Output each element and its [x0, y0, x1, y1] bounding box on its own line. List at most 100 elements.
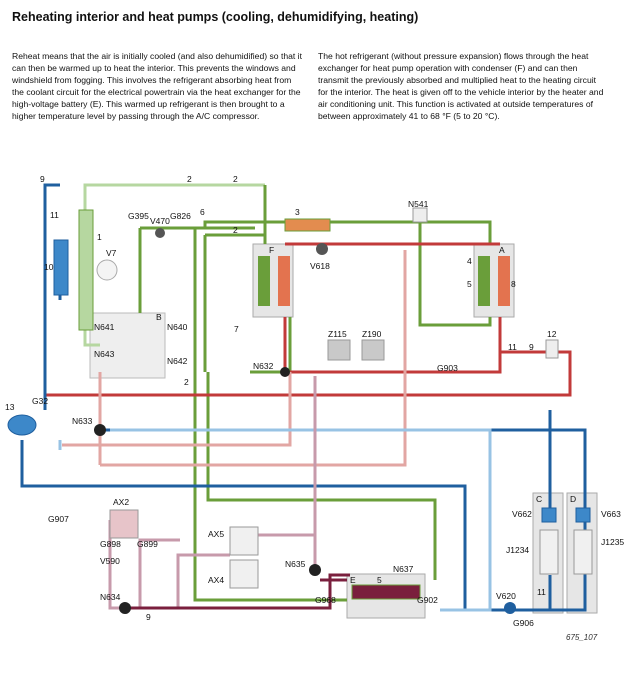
pump-v662: [541, 507, 557, 523]
label-v470: V470: [150, 216, 170, 226]
sensor-v618: [316, 243, 328, 255]
label-v663: V663: [601, 509, 621, 519]
label-1: 1: [97, 232, 102, 242]
radiator-10: [53, 239, 69, 296]
label-2-top-a: 2: [187, 174, 192, 184]
label-g32: G32: [32, 396, 48, 406]
label-z190: Z190: [362, 329, 382, 339]
mauve-line-d: [138, 538, 180, 608]
green-line-e: [418, 222, 492, 327]
green-line-a: [138, 226, 255, 313]
pump-v663: [575, 507, 591, 523]
label-j1235: J1235: [601, 537, 624, 547]
label-g826: G826: [170, 211, 191, 221]
label-n640: N640: [167, 322, 188, 332]
valve-n635: [309, 564, 321, 576]
label-c: C: [536, 494, 542, 504]
heater-z115: [327, 339, 351, 361]
internal-exchanger-3: [284, 218, 331, 232]
valve-n541: [412, 207, 428, 223]
label-g907: G907: [48, 514, 69, 524]
label-a: A: [499, 245, 505, 255]
label-ax5: AX5: [208, 529, 224, 539]
label-ax4: AX4: [208, 575, 224, 585]
module-ax4: [229, 559, 259, 589]
label-9-right: 9: [529, 342, 534, 352]
label-e: E: [350, 575, 356, 585]
valve-n632: [280, 367, 290, 377]
pink-line-a: [100, 250, 407, 467]
dark-red-line: [130, 573, 350, 610]
charger-j1234: [539, 529, 559, 575]
light-green-line-top: [83, 183, 265, 210]
label-11-left: 11: [50, 210, 59, 220]
label-8: 8: [511, 279, 516, 289]
label-d: D: [570, 494, 576, 504]
fan-v7: [96, 259, 118, 281]
green-line-d: [203, 233, 265, 372]
green-line-f: [193, 228, 347, 602]
label-5-top: 5: [467, 279, 472, 289]
label-j1234: J1234: [506, 545, 529, 555]
red-line-right: [45, 350, 572, 397]
valve-n633: [94, 424, 106, 436]
valve-n634: [119, 602, 131, 614]
label-g899: G899: [137, 539, 158, 549]
blue-line-left-loop: [43, 183, 60, 410]
label-n541: N541: [408, 199, 429, 209]
evaporator-a-green: [478, 256, 490, 306]
sensor-12: [545, 339, 559, 359]
green-line-c: [203, 220, 492, 244]
expansion-tank-13: [7, 414, 37, 436]
label-n635: N635: [285, 559, 306, 569]
label-g903: G903: [437, 363, 458, 373]
label-n633: N633: [72, 416, 93, 426]
label-n643: N643: [94, 349, 115, 359]
label-n632: N632: [253, 361, 274, 371]
label-f: F: [269, 245, 274, 255]
charger-j1235: [573, 529, 593, 575]
label-n634: N634: [100, 592, 121, 602]
figure-id: 675_107: [566, 633, 598, 642]
label-v7: V7: [106, 248, 117, 258]
label-z115: Z115: [328, 329, 347, 339]
module-ax2: [109, 509, 139, 539]
green-line-g: [206, 372, 437, 580]
label-g906: G906: [513, 618, 534, 628]
light-blue-line: [110, 428, 492, 612]
label-v590: V590: [100, 556, 120, 566]
label-ax2: AX2: [113, 497, 129, 507]
label-n637: N637: [393, 564, 414, 574]
heater-z190: [361, 339, 385, 361]
label-2-bottom: 2: [184, 377, 189, 387]
red-line-z: [290, 317, 502, 374]
label-9-bottom: 9: [146, 612, 151, 622]
label-7: 7: [234, 324, 239, 334]
condenser-1: [78, 209, 94, 331]
heat-exchanger-f-red: [278, 256, 290, 306]
label-5-bottom: 5: [377, 575, 382, 585]
pink-line-b: [62, 372, 292, 447]
sensor-v470: [155, 228, 165, 238]
label-g898: G898: [100, 539, 121, 549]
pump-v620: [504, 602, 516, 614]
label-g902: G902: [417, 595, 438, 605]
label-13: 13: [5, 402, 15, 412]
label-n642: N642: [167, 356, 188, 366]
label-b: B: [156, 312, 162, 322]
module-ax5: [229, 526, 259, 556]
blue-line-bottom: [20, 440, 550, 612]
label-11-bottom: 11: [537, 587, 546, 597]
battery-exchanger-e: [351, 584, 421, 600]
heater-a-red: [498, 256, 510, 306]
label-12: 12: [547, 329, 557, 339]
label-g395: G395: [128, 211, 149, 221]
page-title: Reheating interior and heat pumps (cooli…: [12, 10, 419, 24]
label-v662: V662: [512, 509, 532, 519]
label-9-top: 9: [40, 174, 45, 184]
label-4: 4: [467, 256, 472, 266]
label-v620: V620: [496, 591, 516, 601]
label-2-top-b: 2: [233, 174, 238, 184]
label-n641: N641: [94, 322, 115, 332]
